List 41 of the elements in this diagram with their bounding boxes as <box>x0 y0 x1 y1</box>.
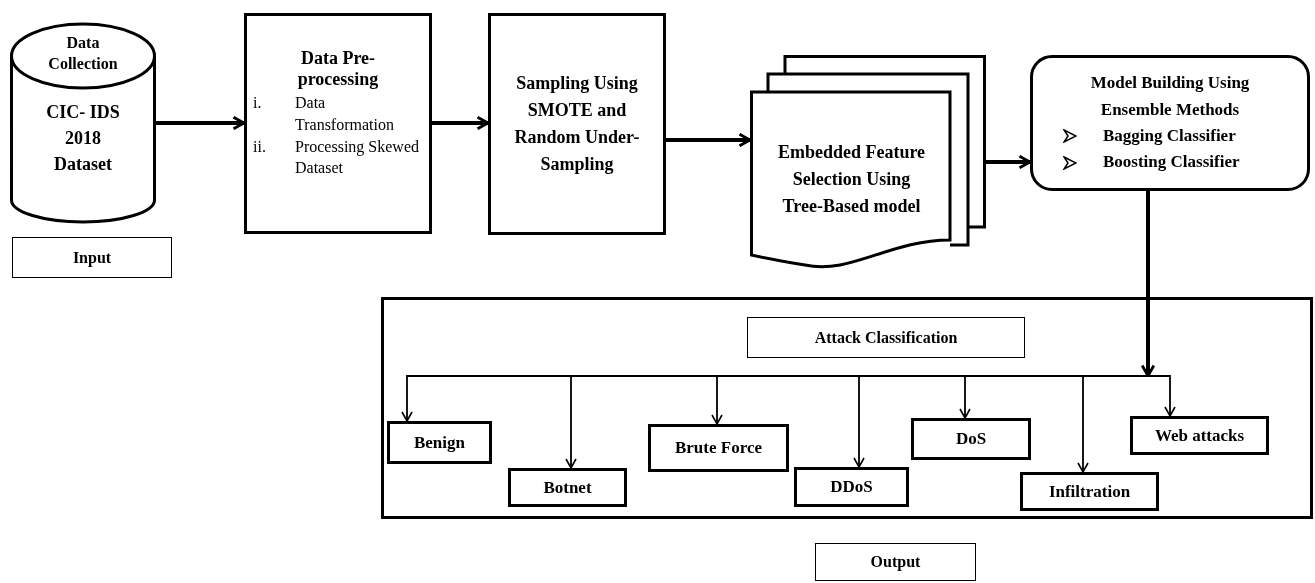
arrow <box>986 154 1032 170</box>
node-label: Output <box>870 553 921 571</box>
arrow <box>156 115 246 131</box>
list-number: i. <box>253 93 263 114</box>
node-label: Botnet <box>543 477 592 498</box>
class-box <box>1020 472 1159 511</box>
class-box <box>794 467 909 507</box>
node-label: Data Collection <box>47 33 119 74</box>
arrow <box>666 132 752 148</box>
node-label: DoS <box>955 429 987 449</box>
label-box <box>815 543 976 581</box>
process-box <box>244 13 432 234</box>
rounded-process-box <box>1030 55 1310 191</box>
node-label: Embedded Feature Selection Using Tree-Based model <box>776 141 927 218</box>
class-box <box>911 418 1031 460</box>
list-item: Processing Skewed Dataset <box>295 136 420 179</box>
trunk-arrow <box>1140 191 1156 378</box>
label-box <box>747 317 1025 358</box>
node-title: Data Pre-processing <box>296 48 380 91</box>
class-box <box>1130 416 1269 455</box>
node-label: Input <box>72 248 112 267</box>
node-label: Web attacks <box>1154 425 1245 446</box>
list-item: Data Transformation <box>295 93 395 135</box>
class-box <box>387 421 492 464</box>
list-item: Bagging Classifier <box>1103 125 1236 147</box>
class-box <box>508 468 627 507</box>
label-box <box>12 237 172 278</box>
class-box <box>648 424 789 472</box>
node-label: Attack Classification <box>814 328 958 347</box>
list-item: Boosting Classifier <box>1103 151 1240 174</box>
node-title: Model Building Using Ensemble Methods <box>1089 72 1251 121</box>
arrow <box>432 115 490 131</box>
node-label: DDoS <box>830 477 873 497</box>
node-label: Benign <box>414 432 465 453</box>
node-label: Sampling Using SMOTE and Random Under-Sampling <box>513 72 641 176</box>
output-frame <box>381 297 1313 519</box>
list-number: ii. <box>253 136 267 157</box>
node-label: Infiltration <box>1048 481 1131 502</box>
process-box <box>488 13 666 235</box>
node-label: CIC- IDS 2018 Dataset <box>45 100 121 176</box>
node-label: Brute Force <box>675 438 762 458</box>
